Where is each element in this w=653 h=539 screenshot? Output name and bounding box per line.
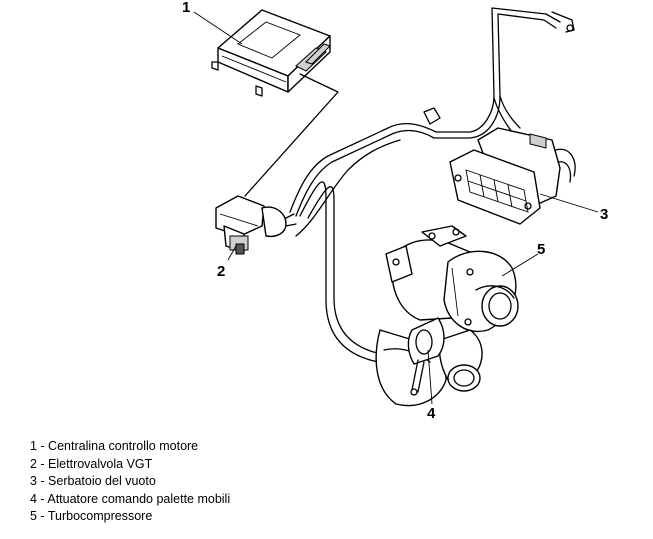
vacuum-hoses (289, 7, 575, 365)
vgt-system-diagram: 1 2 3 4 5 (182, 0, 608, 422)
callout-4: 4 (427, 405, 436, 422)
callout-5: 5 (537, 241, 545, 258)
callout-3: 3 (600, 206, 608, 223)
vgt-solenoid-valve (215, 195, 297, 255)
legend-item-1: 1 - Centralina controllo motore (30, 439, 199, 453)
legend-item-2: 2 - Elettrovalvola VGT (30, 456, 153, 471)
callout-1: 1 (182, 0, 190, 16)
engine-control-unit (211, 9, 331, 97)
leader-lines (193, 11, 599, 405)
turbocharger (375, 225, 519, 407)
legend: 1 - Centralina controllo motore 2 - Elet… (30, 438, 230, 526)
callout-2: 2 (217, 263, 225, 280)
legend-item-4: 4 - Attuatore comando palette mobili (30, 491, 231, 506)
legend-item-5: 5 - Turbocompressore (30, 509, 153, 524)
vgt-vane-actuator (407, 317, 445, 396)
ecu-to-valve-wire (244, 73, 339, 197)
vacuum-tank (449, 127, 576, 225)
legend-item-3: 3 - Serbatoio del vuoto (30, 474, 156, 489)
